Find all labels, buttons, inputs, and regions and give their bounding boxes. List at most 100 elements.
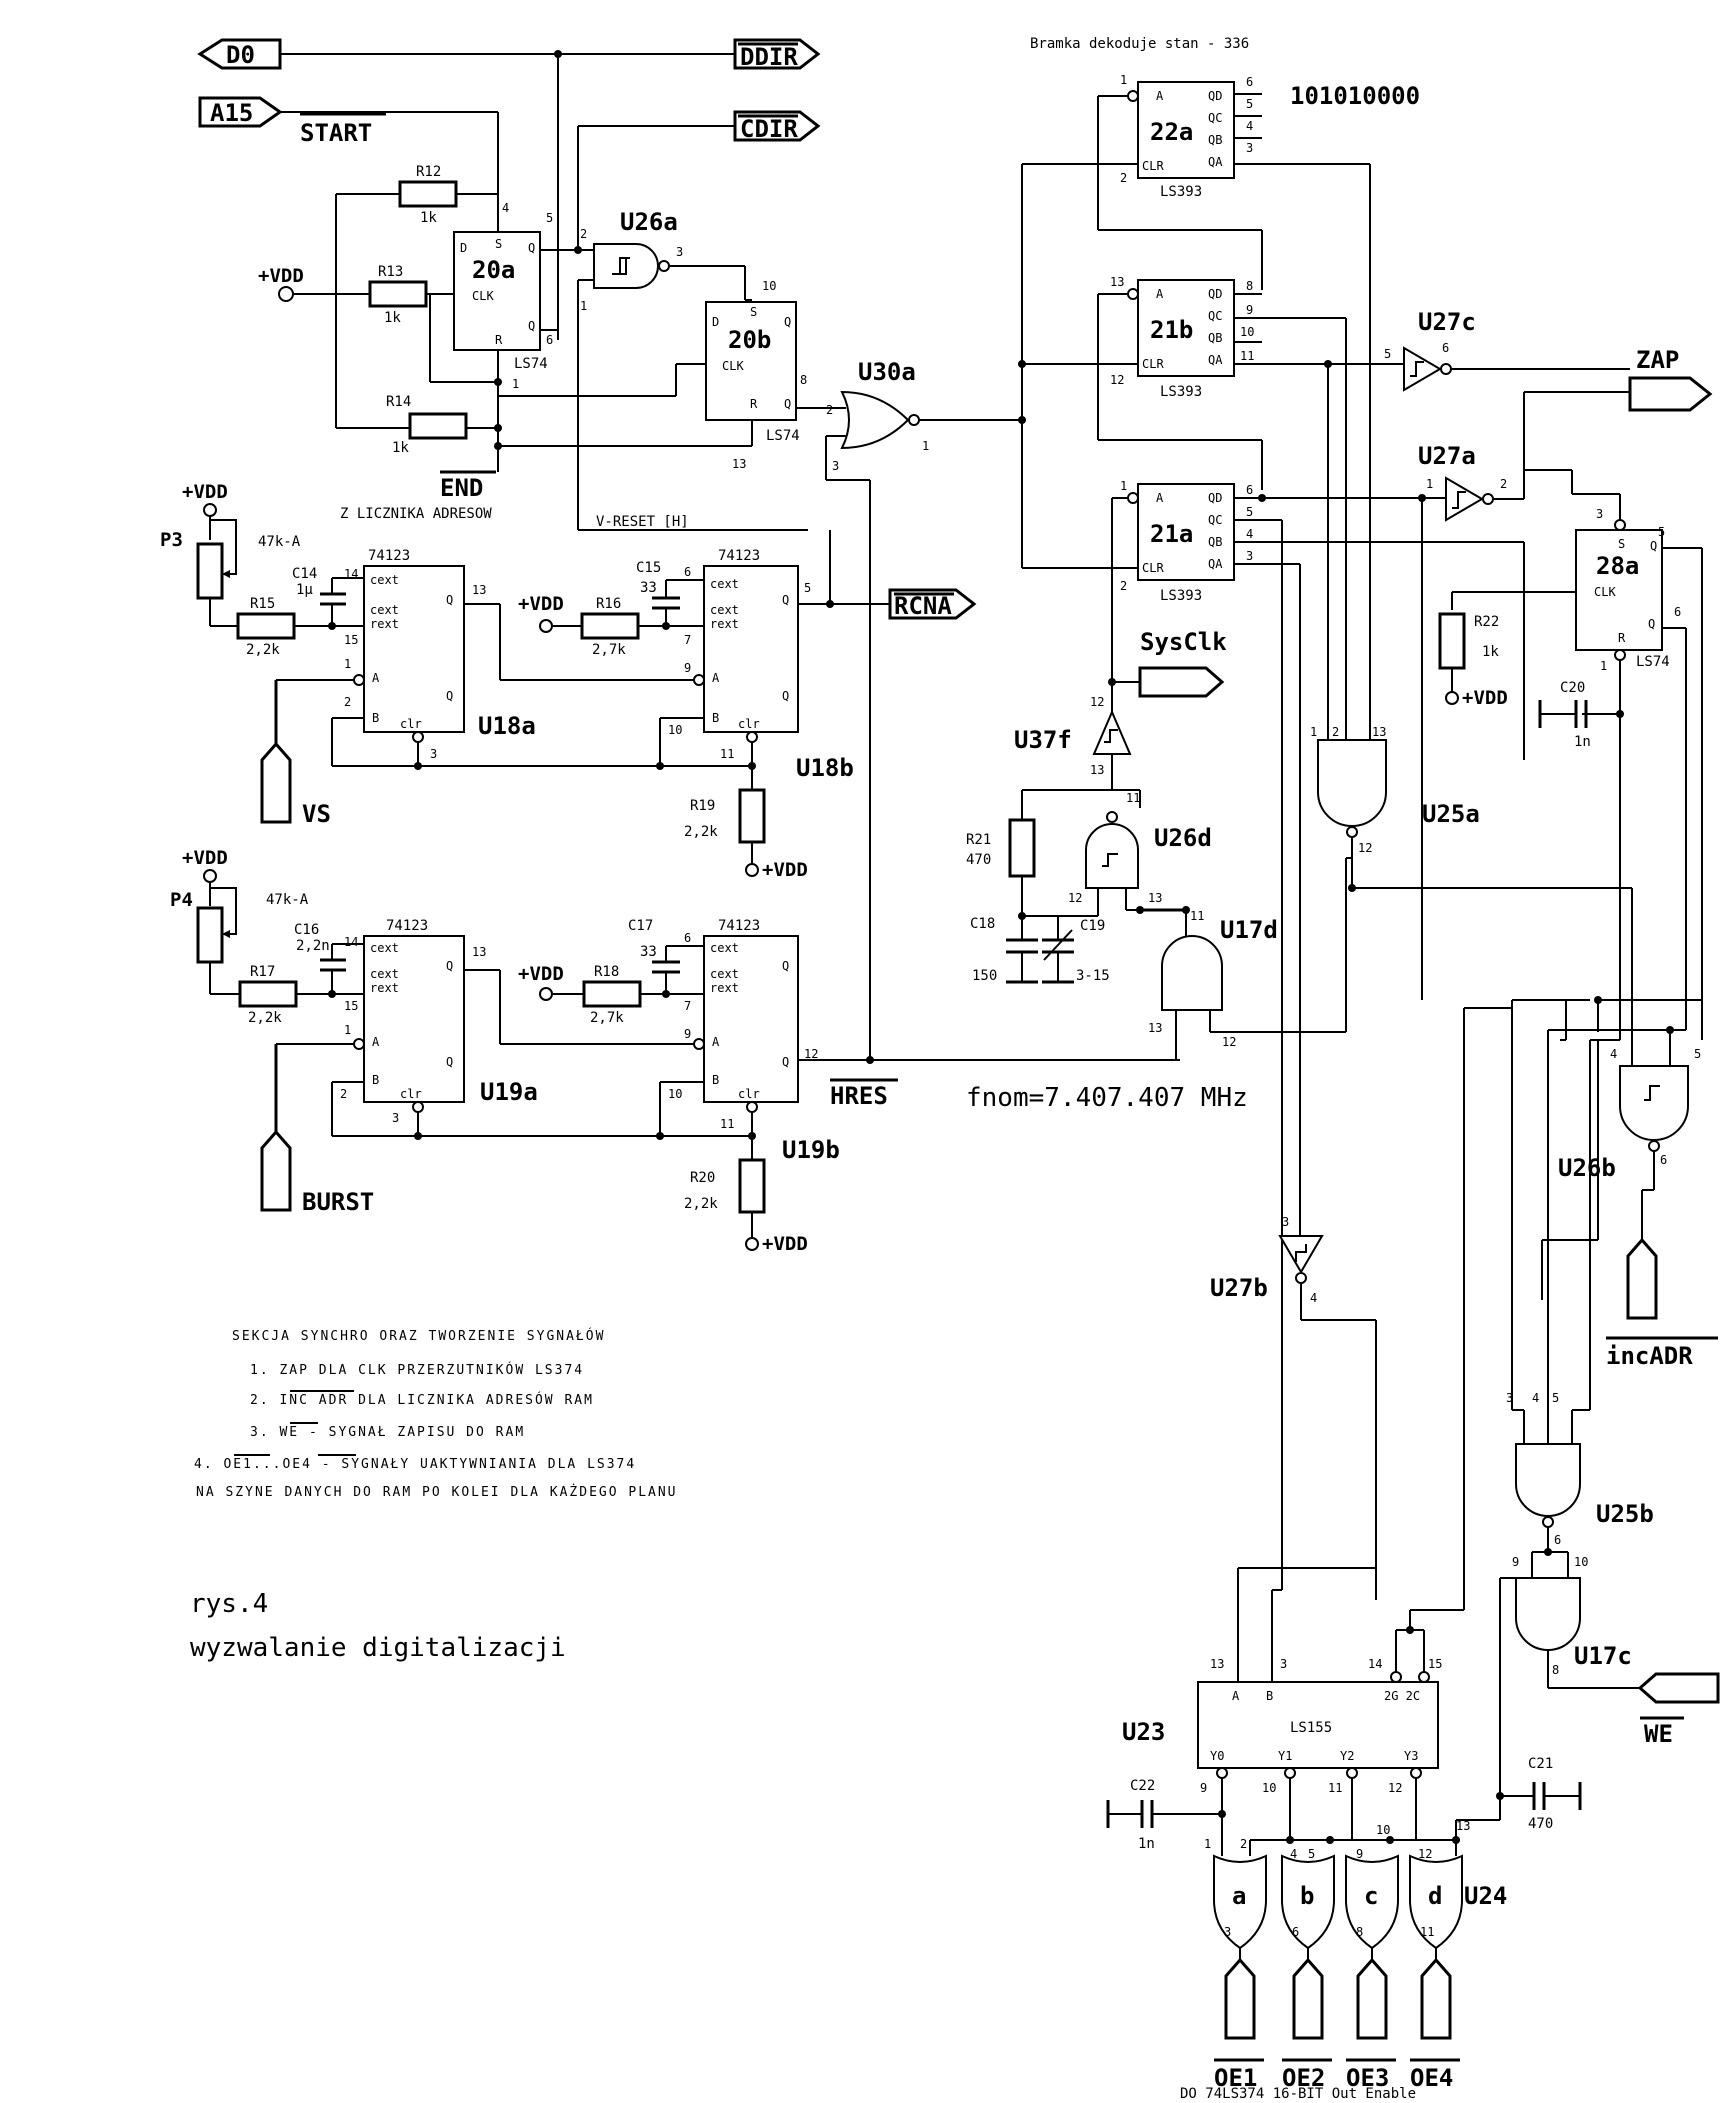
- cdir-connector: CDIR: [733, 110, 821, 143]
- svg-text:Y2: Y2: [1340, 1749, 1354, 1763]
- svg-text:13: 13: [1372, 725, 1386, 739]
- svg-text:cext: cext: [710, 967, 739, 981]
- svg-text:21b: 21b: [1150, 316, 1193, 344]
- svg-text:R: R: [1618, 631, 1626, 645]
- svg-text:3: 3: [832, 459, 839, 473]
- svg-text:5: 5: [1246, 97, 1253, 111]
- svg-text:8: 8: [800, 373, 807, 387]
- svg-text:3: 3: [1246, 141, 1253, 155]
- svg-text:Q: Q: [782, 1055, 789, 1069]
- svg-text:R15: R15: [250, 596, 275, 612]
- section-item-3: 3. WE - SYGNAŁ ZAPISU DO RAM: [250, 1425, 525, 1440]
- svg-text:Q: Q: [528, 241, 535, 255]
- u37f-schmitt-buffer: [1092, 709, 1132, 755]
- svg-text:A: A: [712, 1035, 720, 1049]
- svg-text:Q: Q: [782, 593, 789, 607]
- svg-text:28a: 28a: [1596, 552, 1639, 580]
- section-title: SEKCJA SYNCHRO ORAZ TWORZENIE SYGNAŁÓW: [232, 1328, 605, 1344]
- u20b-flipflop: 20b D S CLK R Q Q LS74 10 8 13: [705, 279, 807, 471]
- svg-text:5: 5: [1246, 505, 1253, 519]
- svg-text:QA: QA: [1208, 557, 1223, 571]
- r15-resistor: [236, 612, 296, 640]
- svg-text:5: 5: [804, 581, 811, 595]
- svg-text:6: 6: [1674, 605, 1681, 619]
- svg-text:S: S: [750, 305, 757, 319]
- svg-text:2,2k: 2,2k: [684, 824, 718, 840]
- svg-text:11: 11: [1328, 1781, 1342, 1795]
- svg-text:47k-A: 47k-A: [266, 892, 309, 908]
- svg-text:13: 13: [1210, 1657, 1224, 1671]
- svg-text:6: 6: [684, 931, 691, 945]
- svg-text:13: 13: [732, 457, 746, 471]
- u22a-counter: 22a A CLR QD QC QB QA LS393 1 2 6 5 4 3: [1120, 73, 1253, 200]
- svg-text:2G 2C: 2G 2C: [1384, 1689, 1420, 1703]
- svg-text:Q: Q: [446, 689, 453, 703]
- r13-resistor: [368, 280, 428, 308]
- end-note: Z LICZNIKA ADRESOW: [340, 506, 492, 522]
- vreset-label: V-RESET [H]: [596, 514, 689, 530]
- svg-text:U17c: U17c: [1574, 1642, 1632, 1670]
- svg-text:3: 3: [1596, 507, 1603, 521]
- we-connector: [1637, 1672, 1720, 1704]
- svg-text:11: 11: [720, 747, 734, 761]
- svg-text:1: 1: [1120, 479, 1127, 493]
- svg-text:Q: Q: [1650, 539, 1657, 553]
- svg-text:C21: C21: [1528, 1756, 1553, 1772]
- svg-text:rext: rext: [370, 617, 399, 631]
- svg-text:5: 5: [1552, 1391, 1559, 1405]
- svg-text:10: 10: [1574, 1555, 1588, 1569]
- u24-gate-d: d11: [1409, 1854, 1463, 1960]
- svg-text:7: 7: [684, 633, 691, 647]
- svg-text:SysClk: SysClk: [1140, 628, 1227, 656]
- svg-text:14: 14: [1368, 1657, 1382, 1671]
- svg-text:clr: clr: [738, 717, 760, 731]
- svg-text:S: S: [1618, 537, 1625, 551]
- svg-text:1: 1: [922, 439, 929, 453]
- svg-text:6: 6: [1442, 341, 1449, 355]
- svg-text:U18a: U18a: [478, 712, 536, 740]
- svg-text:150: 150: [972, 968, 997, 984]
- svg-text:R22: R22: [1474, 614, 1499, 630]
- svg-text:2,2k: 2,2k: [246, 642, 280, 658]
- svg-text:U27a: U27a: [1418, 442, 1476, 470]
- svg-text:33: 33: [640, 944, 657, 960]
- svg-text:6: 6: [1660, 1153, 1667, 1167]
- svg-text:3: 3: [392, 1111, 399, 1125]
- svg-text:A: A: [372, 1035, 380, 1049]
- hres-label: HRES: [830, 1082, 888, 1110]
- svg-text:1: 1: [1204, 1837, 1211, 1851]
- svg-text:CLK: CLK: [1594, 585, 1616, 599]
- u24-gate-label: d: [1428, 1882, 1442, 1910]
- svg-text:20b: 20b: [728, 326, 771, 354]
- svg-text:74123: 74123: [386, 918, 428, 934]
- svg-text:14: 14: [344, 567, 358, 581]
- u24-gate-b: b6: [1281, 1854, 1335, 1960]
- svg-text:B: B: [1266, 1689, 1273, 1703]
- svg-text:3: 3: [1506, 1391, 1513, 1405]
- r12-resistor: [398, 180, 458, 208]
- svg-text:R16: R16: [596, 596, 621, 612]
- svg-text:1: 1: [344, 657, 351, 671]
- zap-connector: ZAP: [1628, 346, 1713, 412]
- svg-text:5: 5: [1694, 1047, 1701, 1061]
- vs-label: VS: [302, 800, 331, 828]
- u19a-monostable: 74123 cext cext rext A B Q Q clr 14 15 1…: [340, 918, 486, 1125]
- u24-gate-label: a: [1232, 1882, 1246, 1910]
- svg-text:R17: R17: [250, 964, 275, 980]
- svg-text:CLR: CLR: [1142, 561, 1164, 575]
- r16-resistor: [580, 612, 640, 640]
- svg-text:9: 9: [1200, 1781, 1207, 1795]
- oe-label: OE2: [1282, 2064, 1325, 2092]
- svg-text:2,2n: 2,2n: [296, 938, 330, 954]
- svg-text:1k: 1k: [392, 440, 409, 456]
- sysclk-connector: SysClk: [1138, 628, 1227, 698]
- end-label: END: [440, 474, 483, 502]
- svg-text:LS74: LS74: [514, 356, 548, 372]
- svg-text:13: 13: [1110, 275, 1124, 289]
- svg-text:U17d: U17d: [1220, 916, 1278, 944]
- svg-text:33: 33: [640, 580, 657, 596]
- svg-text:15: 15: [1428, 1657, 1442, 1671]
- u24-gate-label: b: [1300, 1882, 1314, 1910]
